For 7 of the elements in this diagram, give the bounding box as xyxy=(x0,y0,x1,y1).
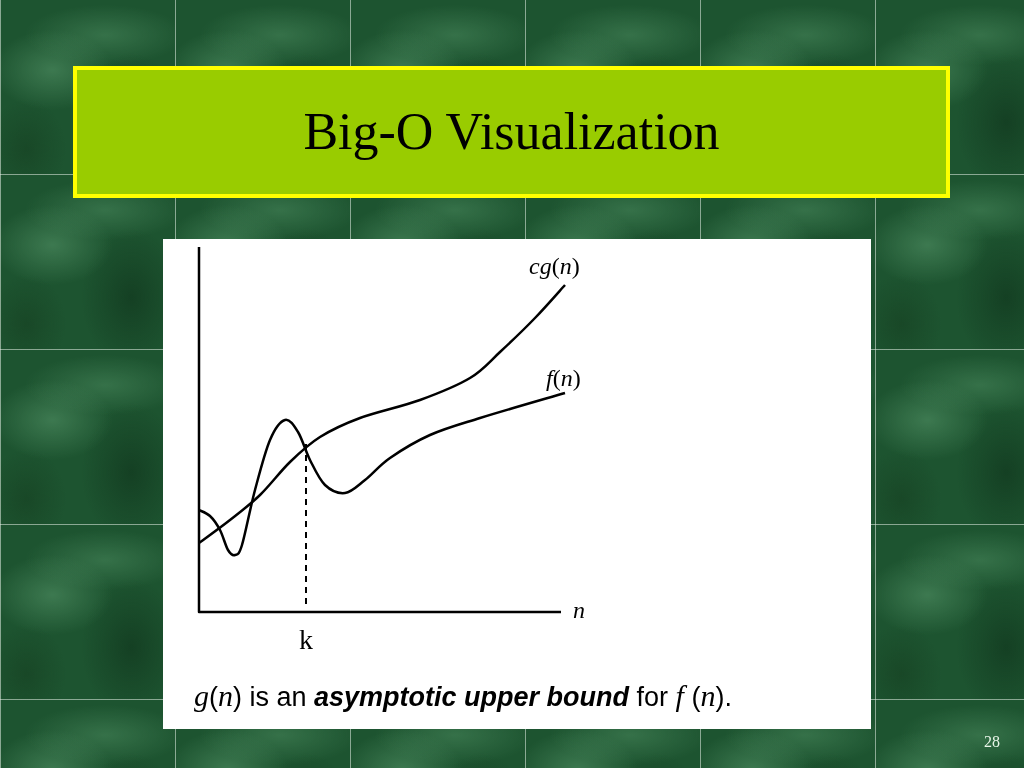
page-number: 28 xyxy=(984,733,1000,751)
curve-label: cg(n) xyxy=(529,253,580,280)
slide-title: Big-O Visualization xyxy=(303,103,720,161)
curve-label: f(n) xyxy=(546,365,581,392)
figure-caption: g(n) is an asymptotic upper bound for f (n). xyxy=(194,679,732,714)
tick-label: k xyxy=(299,625,313,656)
axis-label: n xyxy=(573,597,585,624)
